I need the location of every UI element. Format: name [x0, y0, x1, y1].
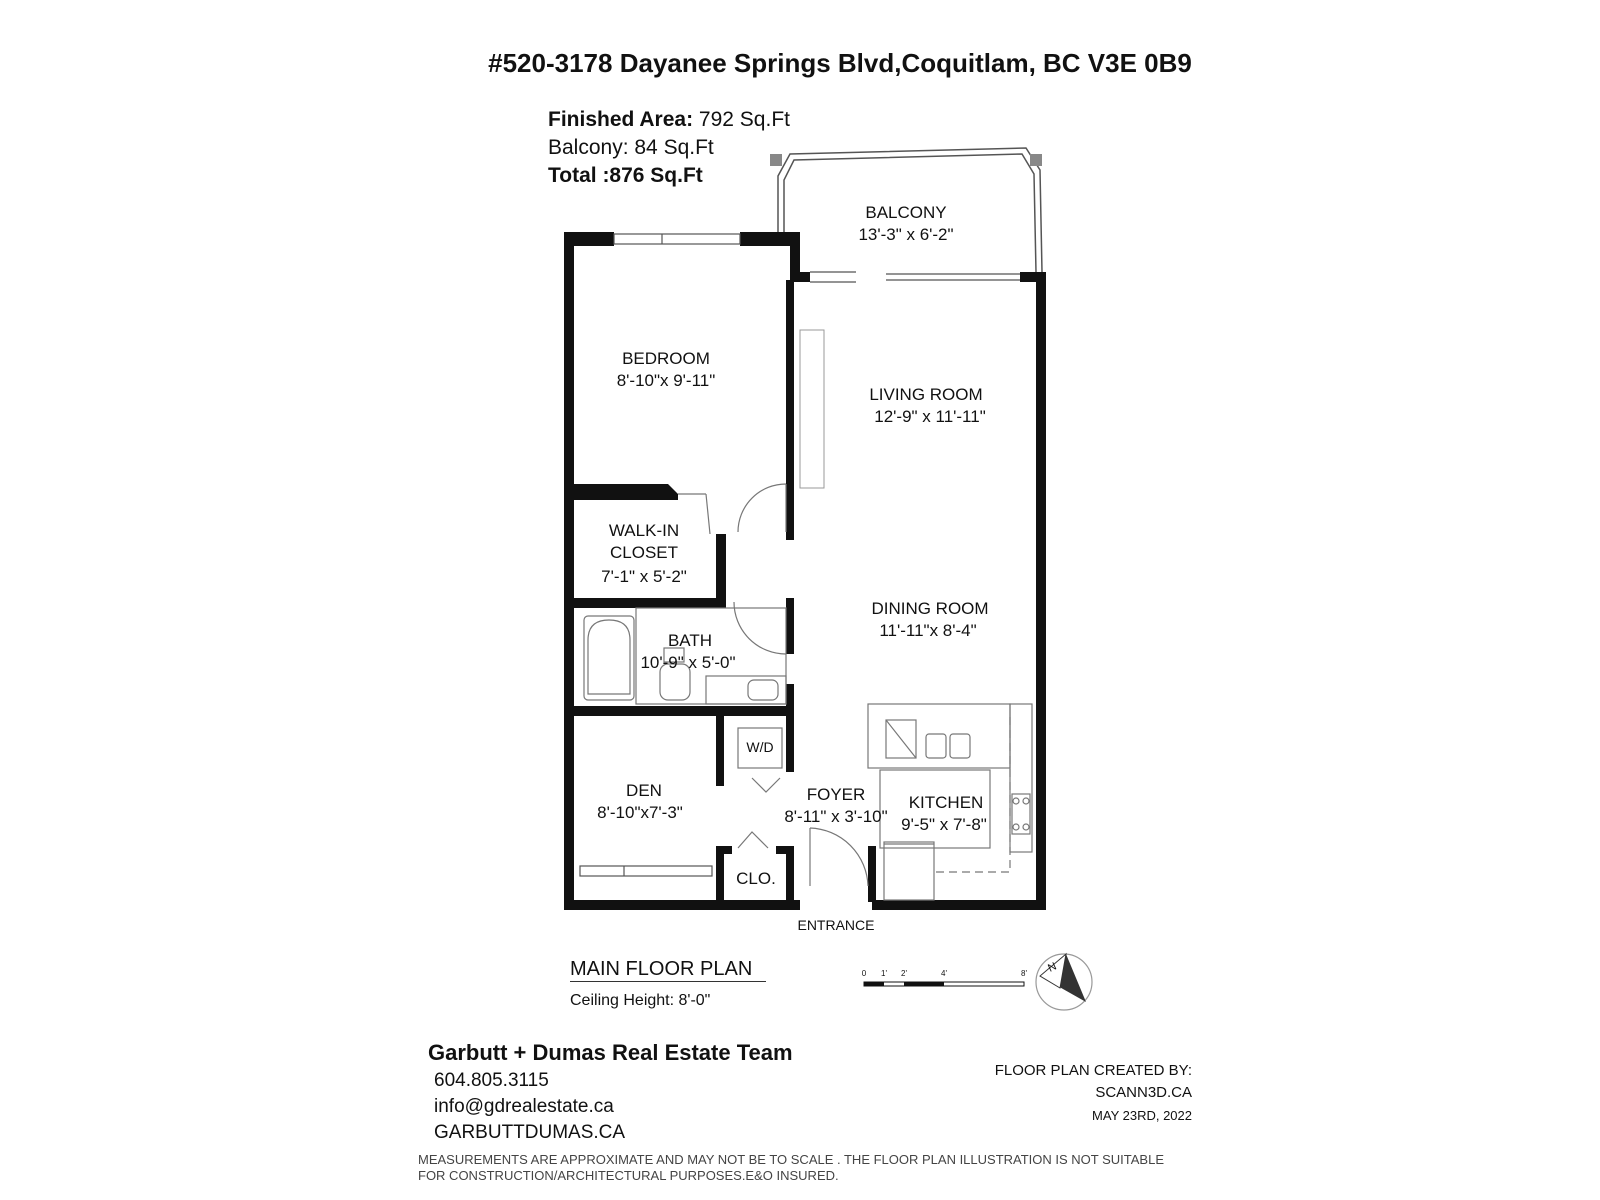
finished-area: Finished Area: 792 Sq.Ft: [548, 106, 790, 134]
credit-line-2: SCANN3D.CA: [1095, 1084, 1192, 1101]
property-address: #520-3178 Dayanee Springs Blvd,Coquitlam…: [488, 48, 1192, 78]
balcony-area: Balcony: 84 Sq.Ft: [548, 136, 714, 159]
credit-line-1: FLOOR PLAN CREATED BY:: [994, 1062, 1192, 1079]
foyer-dims: 8'-11" x 3'-10": [784, 807, 887, 826]
finished-area-label: Finished Area:: [548, 108, 694, 131]
dining-room-dims: 11'-11"x 8'-4": [879, 621, 976, 640]
agent-email: info@gdrealestate.ca: [434, 1096, 614, 1117]
kitchen-label: KITCHEN: [909, 793, 984, 812]
scale-tick-8: 8': [1021, 969, 1027, 978]
dining-room-label: DINING ROOM: [871, 599, 988, 618]
total-area: Total :876 Sq.Ft: [548, 164, 703, 187]
disclaimer-line-1: MEASUREMENTS ARE APPROXIMATE AND MAY NOT…: [418, 1152, 1164, 1167]
den-label: DEN: [626, 781, 662, 800]
finished-area-value: 792 Sq.Ft: [693, 108, 790, 131]
entrance-label: ENTRANCE: [797, 917, 874, 933]
plan-name: MAIN FLOOR PLAN: [570, 958, 767, 982]
walk-in-label-1: WALK-IN: [609, 521, 679, 540]
disclaimer: MEASUREMENTS ARE APPROXIMATE AND MAY NOT…: [418, 1152, 1164, 1184]
living-room-label: LIVING ROOM: [869, 385, 982, 404]
agent-website: GARBUTTDUMAS.CA: [434, 1122, 626, 1143]
compass-icon: N: [1035, 952, 1093, 1011]
bedroom-dims: 8'-10"x 9'-11": [617, 371, 716, 390]
bath-dims: 10'-9" x 5'-0": [640, 653, 735, 672]
bath-fixtures: [583, 607, 787, 705]
disclaimer-line-2: FOR CONSTRUCTION/ARCHITECTURAL PURPOSES.…: [418, 1168, 839, 1183]
scale-tick-1: 1': [881, 969, 887, 978]
kitchen-fixtures: [867, 703, 1033, 901]
balcony-railing: [770, 147, 1043, 273]
ceiling-height: Ceiling Height: 8'-0": [570, 992, 711, 1009]
walk-in-dims: 7'-1" x 5'-2": [601, 567, 687, 586]
walls: [564, 232, 1046, 910]
agent-phone: 604.805.3115: [434, 1070, 549, 1091]
agent-team: Garbutt + Dumas Real Estate Team: [428, 1040, 793, 1065]
doors: [678, 483, 869, 887]
windows: [579, 233, 1020, 877]
clo-label: CLO.: [736, 869, 776, 888]
bath-label: BATH: [668, 631, 712, 650]
balcony-dims: 13'-3" x 6'-2": [858, 225, 953, 244]
living-room-dims: 12'-9" x 11'-11": [874, 407, 986, 426]
kitchen-dims: 9'-5" x 7'-8": [901, 815, 987, 834]
walk-in-label-2: CLOSET: [610, 543, 678, 562]
washer-dryer: [737, 727, 783, 769]
bedroom-label: BEDROOM: [622, 349, 710, 368]
room-labels: BALCONY 13'-3" x 6'-2" BEDROOM 8'-10"x 9…: [597, 203, 988, 933]
foyer-label: FOYER: [807, 785, 866, 804]
wd-label: W/D: [746, 739, 773, 755]
den-dims: 8'-10"x7'-3": [597, 803, 683, 822]
scale-bar: 0 1' 2' 4' 8': [862, 969, 1027, 987]
credit-date: MAY 23RD, 2022: [1092, 1108, 1192, 1123]
scale-tick-0: 0: [862, 969, 867, 978]
scale-tick-2: 2': [901, 969, 907, 978]
scale-tick-4: 4': [941, 969, 947, 978]
balcony-label: BALCONY: [865, 203, 946, 222]
wall-cabinet: [799, 329, 825, 489]
